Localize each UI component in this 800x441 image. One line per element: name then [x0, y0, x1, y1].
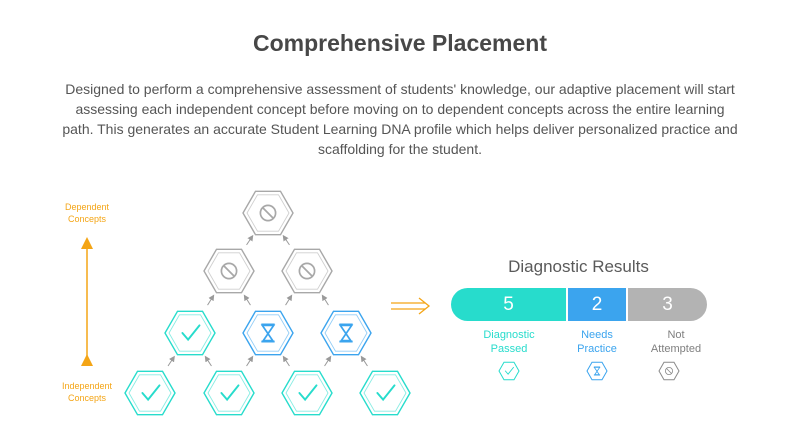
dependent-concepts-label: Dependent Concepts	[64, 202, 110, 224]
no-entry-icon	[298, 262, 316, 280]
no-entry-icon	[220, 262, 238, 280]
connector-arrow	[285, 294, 293, 306]
passed-label: Diagnostic Passed	[483, 329, 535, 355]
connector-arrow	[243, 294, 251, 306]
concept-node-passed	[124, 370, 176, 416]
connector-arrow	[246, 234, 254, 246]
check-icon	[220, 384, 240, 402]
check-icon	[504, 366, 514, 375]
connector-arrow	[246, 355, 254, 367]
check-icon	[298, 384, 318, 402]
check-icon	[376, 384, 396, 402]
concept-node-passed	[281, 370, 333, 416]
concept-node-practice	[320, 310, 372, 356]
concept-node-not_attempted	[281, 248, 333, 294]
independent-concepts-label: Independent Concepts	[61, 381, 113, 403]
concept-node-practice	[242, 310, 294, 356]
connector-arrow	[321, 294, 329, 306]
concept-node-passed	[203, 370, 255, 416]
connector-arrow	[204, 355, 212, 367]
no-entry-icon	[664, 366, 674, 376]
page-title: Comprehensive Placement	[252, 30, 547, 56]
no-entry-icon	[259, 204, 277, 222]
concept-nodes	[124, 190, 411, 416]
connector-arrow	[167, 355, 175, 367]
passed-count-bar: 5	[451, 288, 566, 321]
concept-node-passed	[164, 310, 216, 356]
practice-label: Needs Practice	[577, 329, 617, 355]
check-icon	[181, 324, 201, 342]
not-attempted-count-bar: 3	[628, 288, 707, 321]
not-attempted-result-icon	[658, 361, 680, 381]
check-icon	[141, 384, 161, 402]
page-description: Designed to perform a comprehensive asse…	[62, 81, 738, 157]
practice-result-icon	[586, 361, 608, 381]
concept-connectors	[167, 234, 368, 367]
concept-node-not_attempted	[203, 248, 255, 294]
concept-node-passed	[359, 370, 411, 416]
connector-arrow	[207, 294, 215, 306]
passed-result-icon	[498, 361, 520, 381]
practice-count-bar: 2	[568, 288, 626, 321]
result-icons	[498, 361, 680, 381]
concept-node-not_attempted	[242, 190, 294, 236]
connector-arrow	[282, 355, 290, 367]
connector-arrow	[360, 355, 368, 367]
connector-arrow	[324, 355, 332, 367]
results-title: Diagnostic Results	[508, 257, 649, 276]
results-arrow	[391, 297, 431, 315]
not-attempted-label: Not Attempted	[650, 329, 702, 355]
connector-arrow	[282, 234, 290, 246]
